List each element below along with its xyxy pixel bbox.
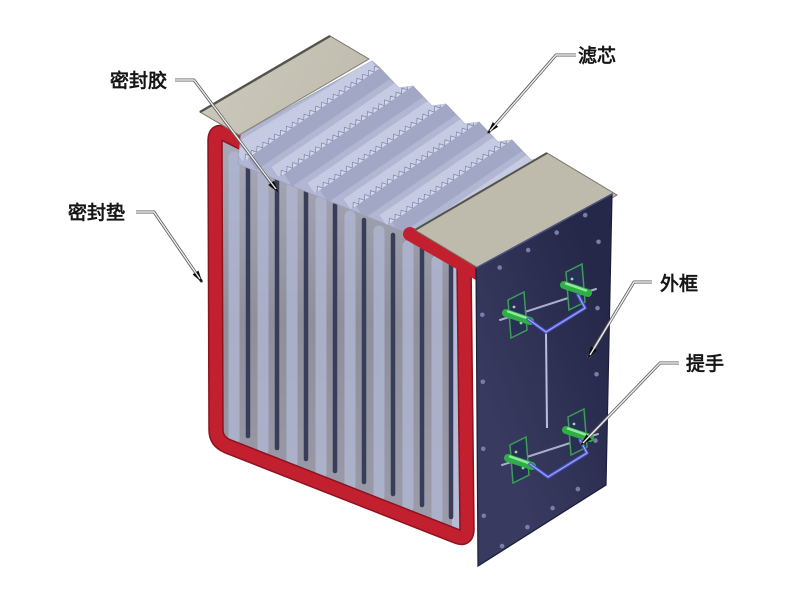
front-face-pleat-stripes — [228, 151, 462, 532]
callout-leaders — [136, 53, 679, 447]
callout-labels: 密封胶 滤芯 密封垫 外框 提手 — [68, 44, 724, 375]
label-filter-core: 滤芯 — [578, 44, 616, 67]
label-handle: 提手 — [686, 352, 724, 375]
gasket-leader-line — [136, 210, 204, 283]
filter-core-leader-line — [486, 53, 576, 134]
handle-hanging-rod — [545, 332, 548, 429]
front-filter-face — [207, 124, 475, 546]
media-pleat-crests — [238, 61, 552, 242]
panel-top-highlight — [475, 193, 613, 269]
label-outer-frame: 外框 — [660, 272, 698, 295]
label-sealant: 密封胶 — [110, 69, 167, 92]
bracket-cylinder — [502, 309, 534, 325]
bracket-cylinder — [560, 281, 592, 297]
top-cap-left — [199, 34, 370, 136]
bracket-cylinder — [504, 454, 536, 470]
gasket-band-under-cap — [403, 227, 488, 282]
cap-left-edge — [199, 34, 331, 114]
cap-left-inner-edge — [238, 58, 370, 136]
rivet-dots — [480, 212, 601, 549]
label-gasket: 密封垫 — [68, 201, 125, 224]
cap-right-edge — [414, 152, 548, 231]
upper-handle — [499, 262, 597, 340]
